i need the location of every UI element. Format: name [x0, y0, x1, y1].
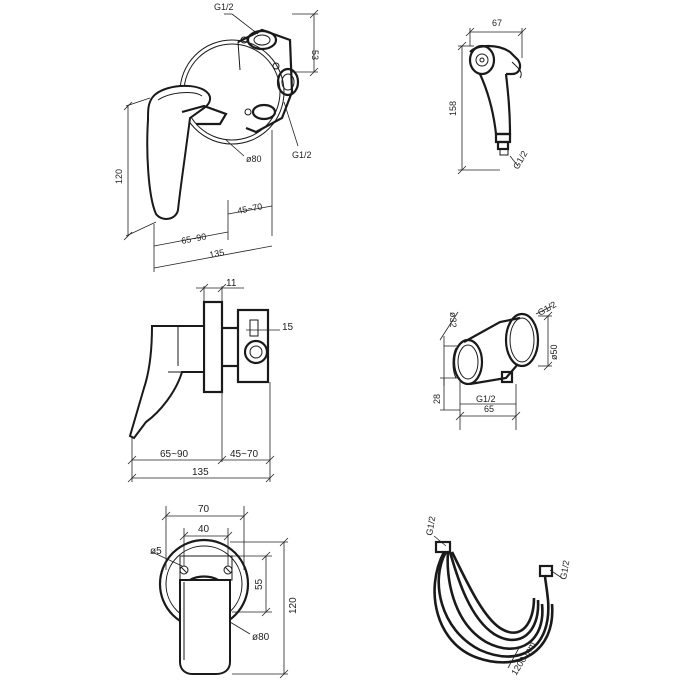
- side-total-label: 135: [192, 467, 209, 478]
- outlet-small-dia-label: ø32: [448, 312, 458, 328]
- side-outlet-label: 15: [282, 322, 294, 333]
- iso-thread-side-label: G1/2: [292, 150, 312, 160]
- side-depth-a-label: 65~90: [160, 449, 189, 460]
- hose-coil: [433, 540, 554, 664]
- front-dia-label: ø80: [252, 632, 270, 643]
- wall-outlet-body: [452, 312, 540, 386]
- wall-outlet-view: ø32 G1/2 ø50 28 G1/2 65: [432, 299, 559, 430]
- front-view: 70 40 ø5 55 120 ø80: [150, 504, 299, 679]
- outlet-dia-label: ø50: [549, 344, 559, 360]
- iso-thread-top-label: G1/2: [214, 2, 234, 12]
- shower-head-view: 67 158 G1/2: [448, 18, 529, 175]
- outlet-depth-label: 65: [484, 404, 494, 414]
- side-depth-b-label: 45~70: [230, 449, 259, 460]
- shower-thread-label: G1/2: [511, 149, 529, 171]
- shower-width-label: 67: [492, 18, 502, 28]
- outlet-thread-bottom-label: G1/2: [476, 394, 496, 404]
- side-view: 11 15 65~90 45~70 135: [127, 278, 294, 483]
- front-mixer-body: [158, 538, 250, 675]
- isometric-mixer-view: G1/2 53 120 ø80 G1/2 65~90 45~70 135: [114, 2, 320, 272]
- front-width-inner-label: 40: [198, 524, 210, 535]
- iso-depth-a-label: 65~90: [180, 231, 207, 246]
- iso-height-top-label: 53: [310, 50, 320, 60]
- hose-thread-left-label: G1/2: [424, 515, 437, 536]
- front-hole-label: ø5: [150, 546, 162, 557]
- outlet-thread-top-label: G1/2: [536, 299, 558, 317]
- iso-diameter-label: ø80: [246, 154, 262, 164]
- side-mixer-body: [128, 300, 270, 440]
- outlet-height-label: 28: [432, 394, 442, 404]
- shower-head-dims: [457, 27, 527, 175]
- iso-height-label: 120: [114, 169, 124, 184]
- iso-total-label: 135: [208, 247, 225, 260]
- side-flange-label: 11: [226, 278, 237, 289]
- iso-dimension-lines: [123, 9, 319, 272]
- front-height-label: 120: [288, 597, 299, 614]
- wall-outlet-dims: [439, 305, 553, 430]
- hose-thread-right-label: G1/2: [558, 559, 571, 580]
- iso-depth-b-label: 45~70: [236, 201, 263, 216]
- front-dimension-lines: [151, 506, 289, 679]
- front-height-inner-label: 55: [254, 578, 265, 590]
- side-dimension-lines: [127, 283, 280, 483]
- front-width-outer-label: 70: [198, 504, 210, 515]
- hose-view: G1/2 G1/2 1200 mm: [424, 515, 571, 677]
- shower-length-label: 158: [448, 101, 458, 116]
- shower-head-body: [468, 44, 522, 156]
- mixer-body-iso: [146, 28, 300, 220]
- hose-dims: [433, 535, 563, 669]
